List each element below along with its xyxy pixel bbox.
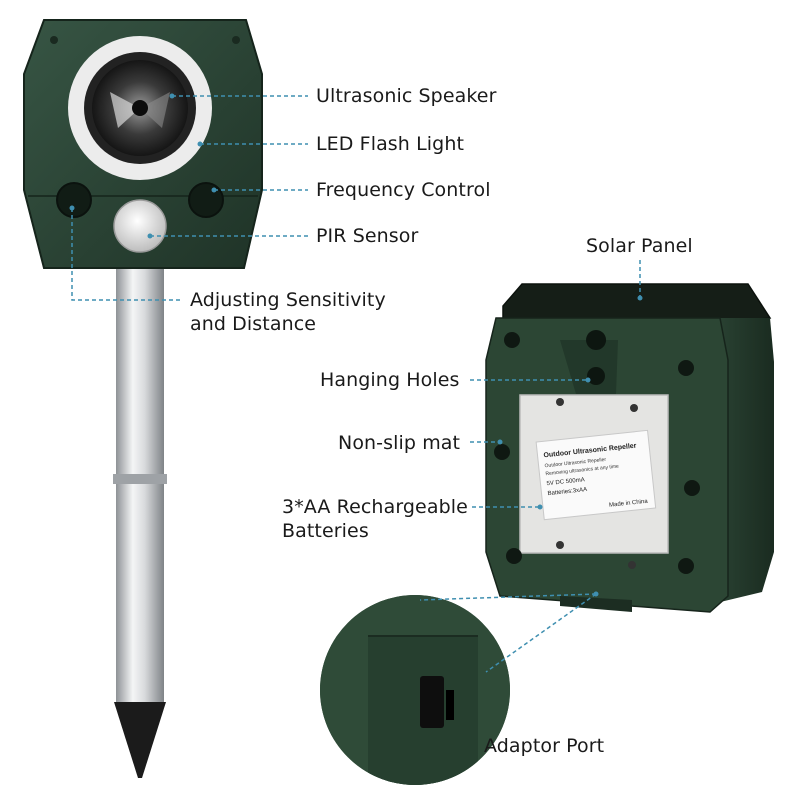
- non-slip-foot: [678, 360, 694, 376]
- adaptor-port: [420, 676, 444, 728]
- label-frequency-control: Frequency Control: [316, 179, 491, 201]
- non-slip-foot: [504, 332, 520, 348]
- label-hanging-holes: Hanging Holes: [320, 369, 460, 391]
- non-slip-foot: [494, 444, 510, 460]
- adaptor-zoom: [320, 595, 510, 785]
- label-solar-panel: Solar Panel: [586, 235, 693, 257]
- front-device: [23, 19, 263, 778]
- sticker-line-4: 5V DC 500mA: [546, 477, 585, 487]
- leader-sensitivity: [71, 208, 180, 301]
- solar-panel: [502, 283, 772, 323]
- label-non-slip-mat: Non-slip mat: [338, 432, 461, 454]
- non-slip-foot: [506, 548, 522, 564]
- label-ultrasonic-speaker: Ultrasonic Speaker: [316, 85, 497, 107]
- hanging-hole: [586, 330, 607, 350]
- pir-sensor: [113, 199, 167, 253]
- label-aa-batteries-line1: 3*AA Rechargeable: [282, 496, 468, 518]
- sensitivity-knob: [56, 182, 92, 218]
- leader-zoom-1: [485, 593, 597, 673]
- product-sticker: Outdoor Ultrasonic Repeller Outdoor Ultr…: [535, 429, 657, 521]
- frequency-knob: [188, 182, 224, 218]
- pole-upper: [116, 262, 164, 480]
- pole-joint: [113, 474, 167, 484]
- label-and-distance: and Distance: [190, 313, 317, 335]
- non-slip-foot: [684, 480, 700, 496]
- label-adjusting-sensitivity: Adjusting Sensitivity: [190, 289, 386, 311]
- non-slip-foot: [678, 558, 694, 574]
- leader-zoom-2: [419, 593, 597, 601]
- pole-lower: [116, 484, 164, 704]
- leader-lines: [71, 95, 641, 673]
- label-adaptor-port: Adaptor Port: [484, 735, 605, 757]
- label-led-flash-light: LED Flash Light: [316, 133, 465, 155]
- back-device: Outdoor Ultrasonic Repeller Outdoor Ultr…: [485, 283, 774, 613]
- label-aa-batteries-line2: Batteries: [282, 520, 369, 542]
- label-pir-sensor: PIR Sensor: [316, 225, 419, 247]
- sticker-line-5: Batteries:3xAA: [547, 487, 587, 497]
- sticker-line-6: Made in China: [609, 499, 649, 509]
- pole-tip: [114, 702, 166, 778]
